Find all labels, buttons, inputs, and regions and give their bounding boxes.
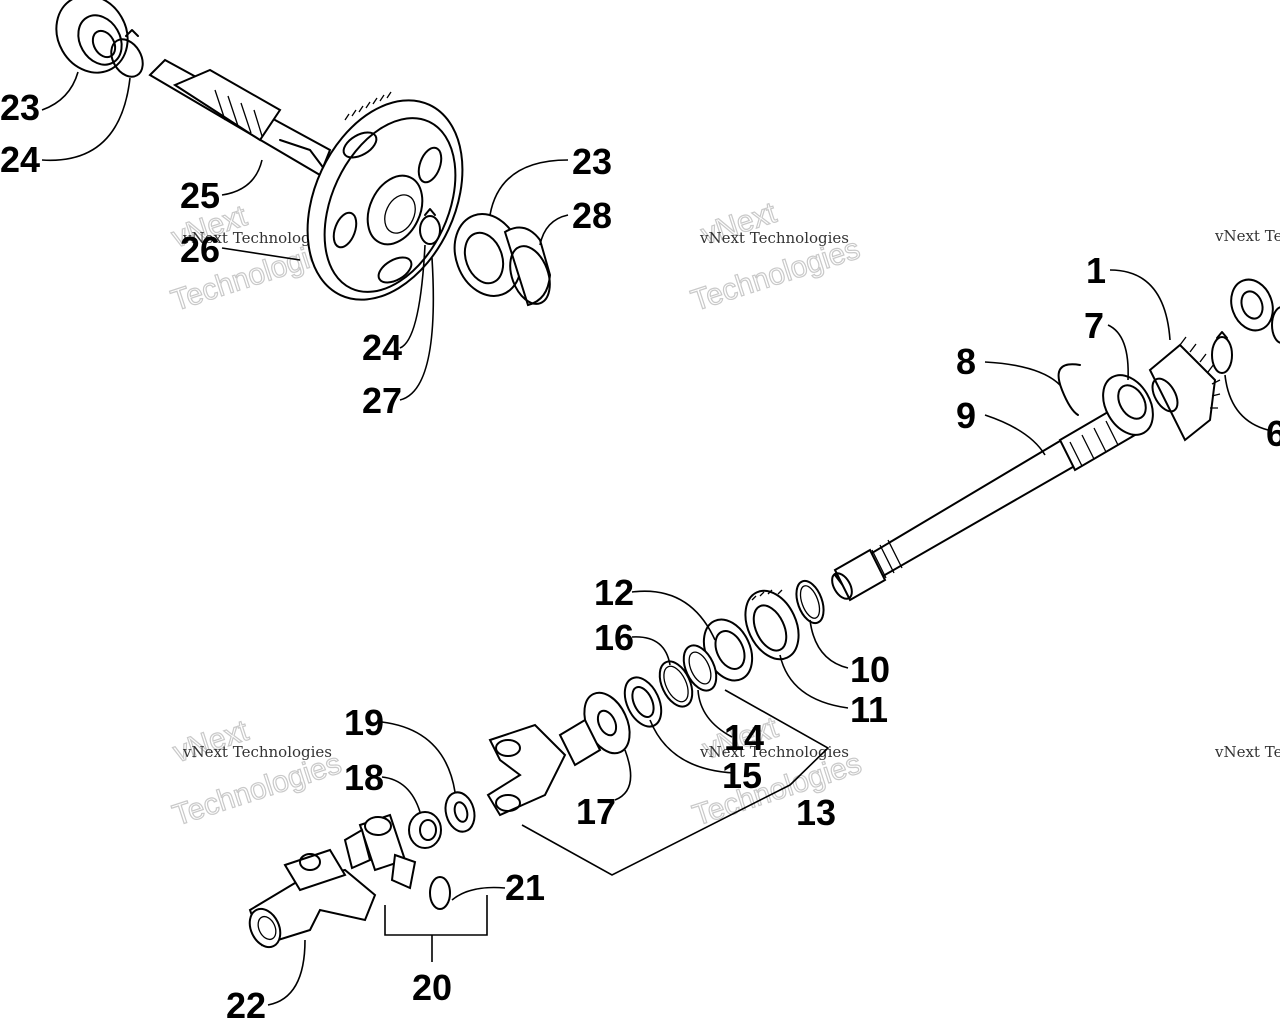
bracket-13 [521, 689, 830, 876]
callout-20: 20 [412, 967, 452, 1008]
ring-16 [658, 660, 694, 708]
yoke-22 [248, 848, 377, 949]
snap-ring-right [1211, 331, 1233, 374]
leader-8 [984, 361, 1061, 386]
leader-21 [451, 886, 506, 901]
callout-6: 6 [1266, 413, 1280, 454]
callout-15: 15 [722, 755, 762, 796]
leader-6 [1224, 374, 1269, 431]
bearing-race [503, 226, 552, 307]
snap-ring-21 [429, 876, 451, 910]
callout-23: 23 [572, 141, 612, 182]
leader-28 [539, 214, 569, 246]
leader-1 [1109, 269, 1171, 341]
watermark-text: vNext Technologies [1214, 743, 1280, 761]
callout-24: 24 [0, 139, 40, 180]
spur-gear [306, 91, 464, 301]
callout-11: 11 [850, 689, 888, 730]
leader-24b [399, 244, 426, 349]
bevel-gear [1148, 336, 1221, 442]
callout-25: 25 [180, 175, 220, 216]
leader-25 [221, 159, 263, 196]
bearing-cap-18 [408, 811, 442, 849]
callout-1: 1 [1086, 250, 1106, 291]
leader-23a [41, 71, 79, 111]
callout-10: 10 [850, 649, 890, 690]
callout-26: 26 [180, 229, 220, 270]
watermark-text: vNext Technologies [1214, 227, 1280, 245]
callout-9: 9 [956, 395, 976, 436]
watermark-text: vNext Technologies [182, 229, 332, 247]
leader-14 [697, 689, 733, 738]
washer-19 [444, 791, 476, 833]
callout-14: 14 [724, 717, 764, 758]
watermark-text: vNext Technologies [699, 229, 849, 247]
callout-17: 17 [576, 791, 616, 832]
o-ring-10 [795, 579, 825, 625]
leader-10 [809, 619, 849, 669]
watermark-text: vNext Technologies [699, 743, 849, 761]
snap-ring-gear [419, 208, 441, 245]
leader-15 [649, 719, 736, 774]
bearing-top-left [55, 0, 129, 74]
callout-13: 13 [796, 792, 836, 833]
leader-17 [614, 749, 632, 801]
callout-19: 19 [344, 702, 384, 743]
callout-7: 7 [1084, 305, 1104, 346]
leader-24a [41, 77, 131, 162]
callout-8: 8 [956, 341, 976, 382]
callout-21: 21 [505, 867, 545, 908]
leader-22 [267, 939, 306, 1006]
callout-28: 28 [572, 195, 612, 236]
washer-15 [623, 676, 663, 728]
bracket-20 [384, 895, 488, 962]
watermark-text: vNext Technologies [182, 743, 332, 761]
cross-20 [343, 813, 417, 890]
callout-16: 16 [594, 617, 634, 658]
snap-ring-top-left [110, 29, 144, 78]
leader-26 [221, 247, 301, 261]
callout-12: 12 [594, 572, 634, 613]
watermark-3: vNext Technologies [168, 713, 346, 833]
leader-9 [984, 414, 1046, 456]
callout-22: 22 [226, 985, 266, 1024]
leader-12 [631, 590, 716, 641]
wire-clip [1057, 363, 1081, 416]
leader-7 [1107, 324, 1129, 381]
leader-16 [631, 636, 671, 666]
bearing-axle [1102, 374, 1154, 436]
leader-11 [779, 654, 849, 709]
bearing-right-edge [1230, 278, 1280, 344]
callout-18: 18 [344, 757, 384, 798]
axle-shaft [831, 403, 1137, 602]
leader-27 [399, 257, 435, 401]
callout-23: 23 [0, 87, 40, 128]
leader-18 [381, 776, 421, 813]
watermark-4: vNext Technologies [688, 710, 866, 833]
leader-19 [381, 721, 456, 793]
bearing-upper-right [453, 213, 523, 297]
callout-24: 24 [362, 327, 402, 368]
leader-23b [489, 159, 569, 216]
callout-27: 27 [362, 380, 402, 421]
spline-shaft-upper [148, 58, 332, 177]
seal-housing-11 [744, 589, 800, 661]
yoke-13 [486, 718, 602, 817]
